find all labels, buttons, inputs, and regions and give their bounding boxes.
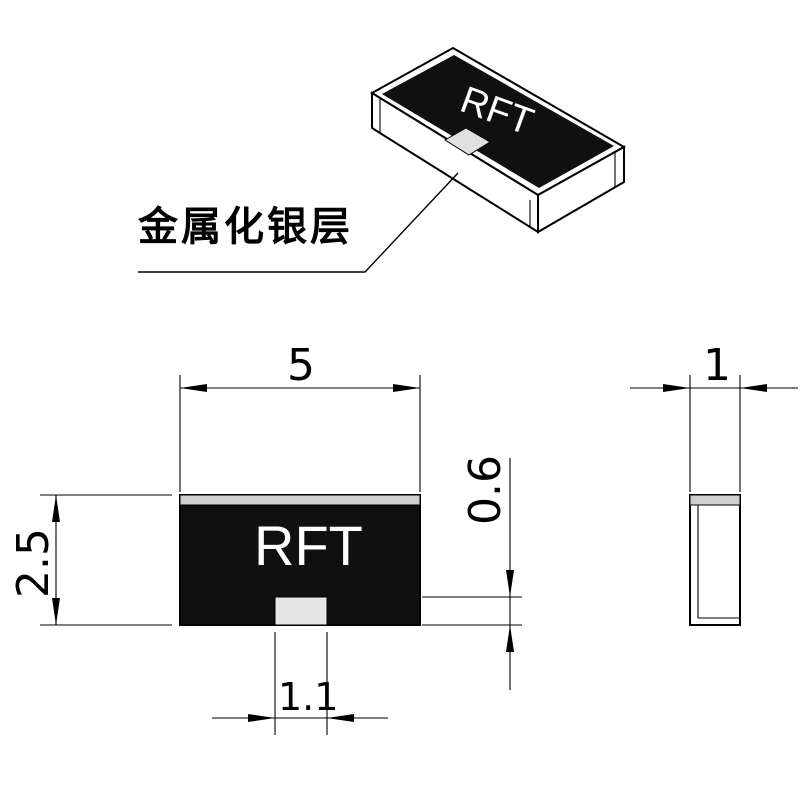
layer-label: 金属化银层 xyxy=(137,203,353,250)
chip-right-face xyxy=(537,145,625,234)
chip-pad-3d xyxy=(444,127,491,156)
pad-front xyxy=(274,596,328,626)
arrow-head xyxy=(663,384,690,392)
metal-strip-front xyxy=(179,494,421,506)
metal-strip-side xyxy=(689,494,741,506)
arrow-head xyxy=(52,598,60,625)
arrow-head xyxy=(393,384,420,392)
dim-width-value: 2.5 xyxy=(8,528,59,598)
arrow-head xyxy=(52,495,60,522)
dim-edge-value: 0.6 xyxy=(460,455,511,525)
arrow-head xyxy=(327,714,354,722)
label-leader-line xyxy=(138,172,459,273)
dim-length-value: 5 xyxy=(287,340,315,391)
arrow-head xyxy=(248,714,275,722)
chip-marking-front: RFT xyxy=(254,514,363,577)
front-view: RFT 5 2.5 1.1 0.6 xyxy=(8,340,522,735)
dim-pad-value: 1.1 xyxy=(278,675,338,719)
arrow-head xyxy=(740,384,767,392)
arrow-head xyxy=(506,570,514,597)
isometric-view: RFT xyxy=(370,46,627,234)
arrow-head xyxy=(506,625,514,652)
side-view: 1 xyxy=(630,340,798,626)
dim-thickness-value: 1 xyxy=(703,340,731,391)
arrow-head xyxy=(180,384,207,392)
chip-top-black xyxy=(382,55,614,188)
